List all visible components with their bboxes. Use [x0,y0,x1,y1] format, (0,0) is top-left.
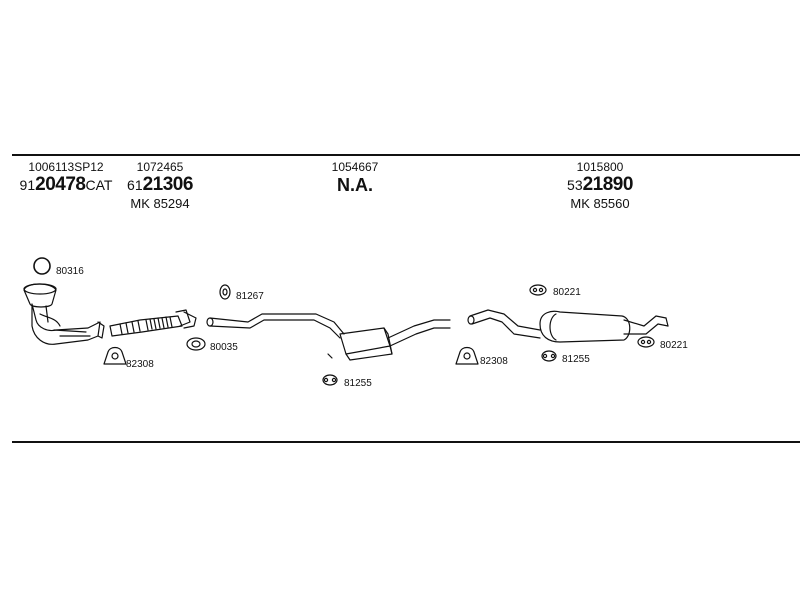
label-82308-left: 82308 [126,359,154,370]
label-80221-right: 80221 [660,340,688,351]
header-group-3: 1054667 N.A. [320,160,390,196]
label-81267: 81267 [236,291,264,302]
mk-code: MK 85560 [570,196,630,211]
part-number: 1072465 [136,160,184,174]
rubber-hanger-icon [322,374,338,386]
label-80316: 80316 [56,266,84,277]
bottom-divider [12,441,800,443]
clip-icon [219,284,231,300]
clip-icon [637,336,655,348]
header-group-4: 1015800 5321890 MK 85560 [560,160,640,212]
gasket-icon [186,337,206,351]
not-available: N.A. [337,175,373,195]
part-number: 1006113SP12 [28,160,104,174]
catalog-code: 5321890 [567,174,633,195]
label-80035: 80035 [210,342,238,353]
o-ring-icon [33,257,51,275]
middle-silencer-part [206,313,451,361]
rubber-hanger-icon [541,350,557,362]
part-number: 1015800 [576,160,624,174]
top-divider [12,154,800,156]
label-81255-right: 81255 [562,354,590,365]
clip-icon [529,284,547,296]
flex-pipe-part [109,309,197,337]
clamp-icon [455,346,479,365]
catalytic-converter-part [23,283,105,345]
header-group-1: 1006113SP12 9120478CAT [16,160,116,196]
part-number: 1054667 [331,160,379,174]
clamp-icon [103,346,127,365]
rear-silencer-part [467,309,669,343]
mk-code: MK 85294 [130,196,190,211]
label-80221-top: 80221 [553,287,581,298]
label-82308-right: 82308 [480,356,508,367]
catalog-code: 6121306 [127,174,193,195]
catalog-code: 9120478CAT [19,174,113,195]
label-81255-mid: 81255 [344,378,372,389]
header-group-2: 1072465 6121306 MK 85294 [120,160,200,212]
